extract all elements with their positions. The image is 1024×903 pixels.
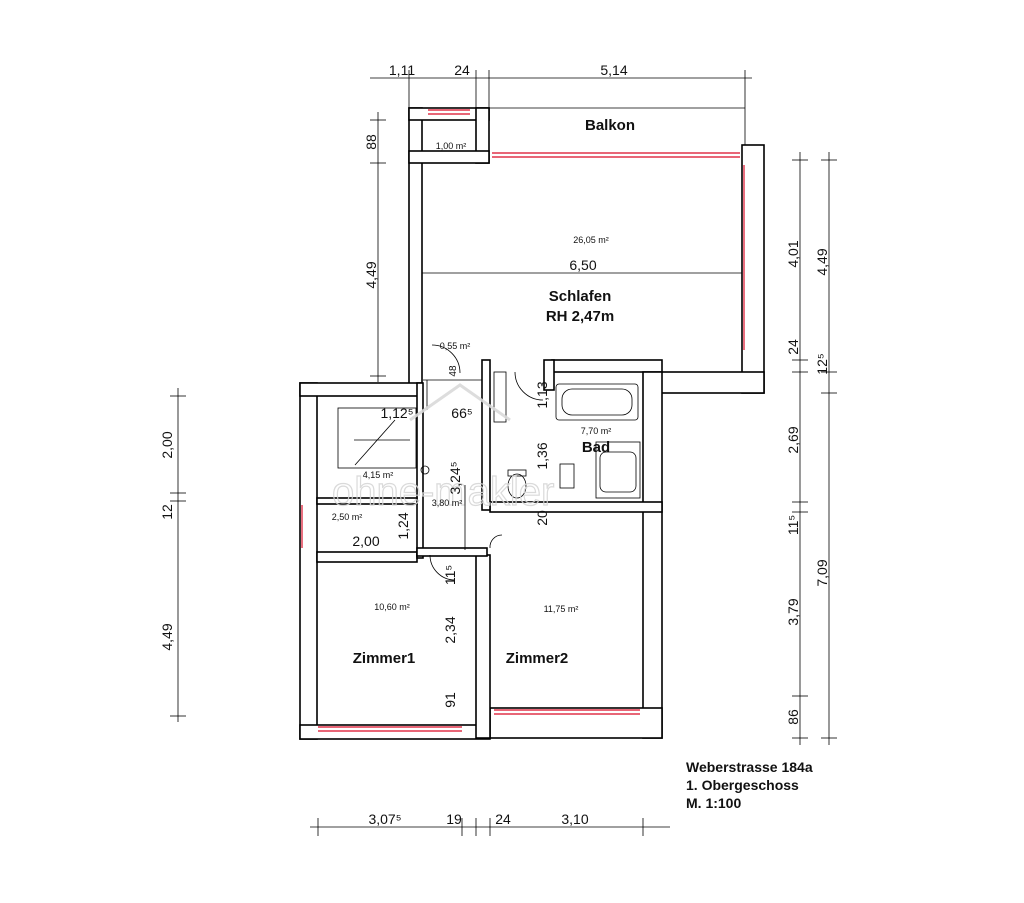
dim-bottom-3: 24 bbox=[495, 811, 511, 827]
dim-chain-right-outer: 4,49 12⁵ 7,09 bbox=[814, 152, 837, 745]
door-nische-icon bbox=[431, 344, 461, 374]
dim-kitchen-width: 1,12⁵ bbox=[380, 405, 413, 421]
dim-right-outer-3: 7,09 bbox=[814, 559, 830, 586]
dim-door-48: 48 bbox=[448, 365, 459, 377]
dim-chain-top: 1,11 24 5,14 bbox=[370, 62, 752, 108]
room-abstell-area: 1,00 m² bbox=[436, 141, 467, 151]
dim-flur-length: 3,24⁵ bbox=[447, 461, 463, 494]
wall-kitchen-flur bbox=[416, 382, 424, 559]
plan-address: Weberstrasse 184a bbox=[686, 759, 813, 775]
dim-wall-2: 2,34 bbox=[442, 616, 458, 643]
wall-bottom-right bbox=[489, 707, 663, 739]
room-kueche-area: 2,50 m² bbox=[332, 512, 363, 522]
wall-zimmer-divider bbox=[475, 554, 491, 739]
wall-bad-stub bbox=[543, 359, 555, 391]
fixtures bbox=[337, 344, 641, 581]
dim-right-inner-3: 2,69 bbox=[785, 426, 801, 453]
dim-wall-1: 11⁵ bbox=[442, 565, 458, 585]
stove-icon bbox=[420, 465, 430, 475]
wall-schlafen-bad bbox=[551, 359, 663, 373]
wall-step-right bbox=[655, 371, 765, 394]
dim-chain-left-outer: 2,00 12 4,49 bbox=[159, 388, 186, 722]
bathtub-icon bbox=[555, 383, 639, 421]
dim-right-inner-2: 24 bbox=[785, 339, 801, 355]
kitchen-counter bbox=[337, 407, 417, 469]
wall-flur-bad bbox=[481, 359, 491, 511]
room-schlafen-label: Schlafen bbox=[549, 288, 612, 305]
room-zimmer1-area: 10,60 m² bbox=[374, 602, 410, 612]
toilet-icon bbox=[507, 473, 527, 499]
watermark-roof-icon bbox=[409, 383, 511, 422]
room-nische-area: 0,55 m² bbox=[440, 341, 471, 351]
dim-bad-3: 20 bbox=[534, 510, 550, 526]
dim-bad-1: 1,13 bbox=[534, 381, 550, 408]
dim-left-inner-1: 88 bbox=[363, 134, 379, 150]
dim-bottom-2: 19 bbox=[446, 811, 462, 827]
wall-schlafen-top bbox=[408, 150, 490, 164]
dim-chain-bottom: 3,07⁵ 19 24 3,10 bbox=[310, 811, 670, 836]
plan-floor: 1. Obergeschoss bbox=[686, 777, 799, 793]
wall-kitchen-zimmer1 bbox=[316, 551, 418, 563]
dim-right-inner-6: 86 bbox=[785, 709, 801, 725]
dim-schlafen-width: 6,50 bbox=[569, 257, 596, 273]
toilet-tank bbox=[507, 469, 527, 477]
room-zimmer2-label: Zimmer2 bbox=[506, 650, 569, 667]
room-balkon-label: Balkon bbox=[585, 117, 635, 134]
dim-right-inner-4: 11⁵ bbox=[785, 515, 801, 535]
room-flur-area: 3,80 m² bbox=[432, 498, 463, 508]
dim-left-outer-3: 4,49 bbox=[159, 623, 175, 650]
shower-inner bbox=[599, 451, 637, 493]
dim-right-outer-2: 12⁵ bbox=[814, 353, 830, 374]
dim-bottom-4: 3,10 bbox=[561, 811, 588, 827]
dim-left-inner-2: 4,49 bbox=[363, 261, 379, 288]
dim-top-3: 5,14 bbox=[600, 62, 627, 78]
dim-right-inner-1: 4,01 bbox=[785, 240, 801, 267]
dim-flur-width: 66⁵ bbox=[451, 405, 472, 421]
dim-top-1: 1,11 bbox=[389, 62, 415, 78]
kitchen-diag bbox=[354, 419, 396, 466]
wall-lower-left bbox=[299, 382, 318, 740]
room-bad-area: 7,70 m² bbox=[581, 426, 612, 436]
room-schlafen-height: RH 2,47m bbox=[546, 308, 614, 325]
dim-bottom-1: 3,07⁵ bbox=[368, 811, 401, 827]
wall-schlafen-right bbox=[741, 144, 765, 394]
dim-right-outer-1: 4,49 bbox=[814, 248, 830, 275]
dim-chain-left-inner: 88 4,49 bbox=[363, 112, 386, 382]
shower-icon bbox=[595, 441, 641, 499]
wall-lower-right bbox=[642, 371, 663, 739]
dim-left-outer-1: 2,00 bbox=[159, 431, 175, 458]
door-flur-icon bbox=[489, 534, 503, 549]
walls bbox=[299, 107, 765, 740]
room-bad-label: Bad bbox=[582, 439, 610, 456]
wall-flur-bottom bbox=[416, 547, 488, 557]
watermark-text: ohne-makler bbox=[332, 470, 554, 514]
dim-left-outer-2: 12 bbox=[159, 504, 175, 520]
dim-top-2: 24 bbox=[454, 62, 470, 78]
cabinet-icon bbox=[493, 371, 507, 423]
windows bbox=[301, 109, 745, 732]
room-zimmer2-area: 11,75 m² bbox=[544, 604, 579, 614]
room-kochen-area: 4,15 m² bbox=[363, 470, 394, 480]
room-zimmer1-label: Zimmer1 bbox=[353, 650, 416, 667]
watermark: ohne-makler bbox=[331, 383, 555, 515]
dim-kitchen-w2: 1,24 bbox=[395, 512, 411, 539]
dim-bad-2: 1,36 bbox=[534, 442, 550, 469]
sink-icon bbox=[559, 463, 575, 489]
wall-upper-left bbox=[408, 107, 423, 387]
dim-right-inner-5: 3,79 bbox=[785, 598, 801, 625]
wall-kitchen-top bbox=[299, 382, 423, 397]
bathtub-inner bbox=[561, 388, 633, 416]
room-schlafen-area: 26,05 m² bbox=[573, 235, 609, 245]
dim-wall-3: 91 bbox=[442, 692, 458, 708]
plan-scale: M. 1:100 bbox=[686, 795, 741, 811]
door-bad-icon bbox=[514, 371, 544, 401]
dim-kitchen-depth: 2,00 bbox=[352, 533, 379, 549]
door-zimmer1-icon bbox=[429, 554, 456, 581]
wall-kitchen-inner bbox=[316, 497, 418, 505]
dim-chain-right-inner: 4,01 24 2,69 11⁵ 3,79 86 bbox=[785, 152, 808, 745]
